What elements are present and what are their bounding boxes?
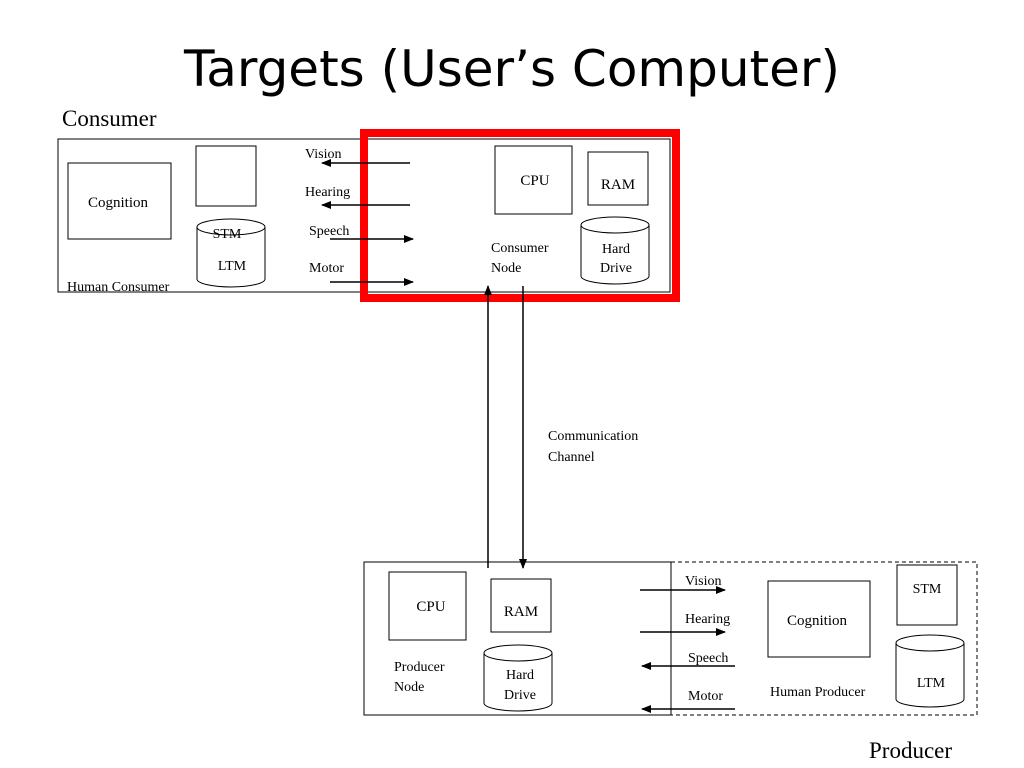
- producer-speech-label: Speech: [688, 651, 728, 666]
- producer-human-box: [670, 561, 978, 716]
- consumer-motor-label: Motor: [309, 261, 344, 276]
- consumer-cpu-label: CPU: [520, 173, 549, 189]
- consumer-speech-label: Speech: [309, 224, 349, 239]
- consumer-ram-box: [587, 151, 649, 206]
- consumer-ram-label: RAM: [601, 177, 635, 193]
- consumer-node-label-1: Consumer: [491, 241, 549, 256]
- consumer-memory-cylinder: [196, 218, 266, 288]
- producer-stm-label: STM: [913, 582, 942, 597]
- producer-drive-label-2: Drive: [504, 688, 536, 703]
- communication-label-1: Communication: [548, 429, 638, 444]
- producer-stm-box: [896, 564, 958, 626]
- producer-cognition-label: Cognition: [787, 613, 848, 629]
- consumer-cpu-box: [494, 145, 573, 215]
- producer-cpu-label: CPU: [416, 599, 445, 615]
- producer-node-label-2: Node: [394, 680, 424, 695]
- consumer-node-highlight: [360, 129, 680, 302]
- consumer-node-label-2: Node: [491, 261, 521, 276]
- producer-hard-drive-cylinder: [483, 644, 553, 712]
- consumer-drive-label-2: Drive: [600, 261, 632, 276]
- consumer-sensory-box: [195, 145, 257, 207]
- consumer-hearing-label: Hearing: [305, 185, 350, 200]
- producer-cognition-box: [767, 580, 871, 658]
- communication-label-2: Channel: [548, 450, 595, 465]
- producer-ram-label: RAM: [504, 604, 538, 620]
- consumer-hard-drive-cylinder: [580, 216, 650, 285]
- producer-hearing-label: Hearing: [685, 612, 730, 627]
- producer-node-label-1: Producer: [394, 660, 445, 675]
- consumer-cognition-box: [67, 162, 172, 240]
- producer-ltm-cylinder: [895, 634, 965, 708]
- consumer-vision-label: Vision: [305, 147, 342, 162]
- human-producer-label: Human Producer: [770, 685, 866, 700]
- consumer-heading: Consumer: [62, 106, 157, 131]
- producer-ram-box: [490, 578, 552, 633]
- consumer-drive-label-1: Hard: [602, 242, 630, 257]
- producer-drive-label-1: Hard: [506, 668, 534, 683]
- producer-motor-label: Motor: [688, 689, 723, 704]
- producer-heading: Producer: [869, 738, 952, 763]
- producer-ltm-label: LTM: [917, 676, 946, 691]
- consumer-ltm-label: LTM: [218, 259, 247, 274]
- producer-vision-label: Vision: [685, 574, 722, 589]
- producer-cpu-box: [388, 571, 467, 641]
- consumer-cognition-label: Cognition: [88, 195, 149, 211]
- human-consumer-label: Human Consumer: [67, 280, 170, 295]
- slide-title: Targets (User’s Computer): [183, 40, 840, 98]
- consumer-stm-label: STM: [213, 227, 242, 242]
